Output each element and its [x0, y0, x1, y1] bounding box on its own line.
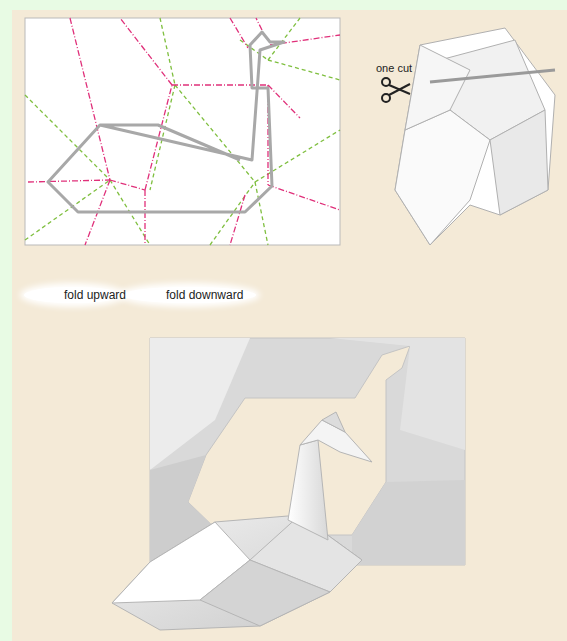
scissors-symbol: [382, 78, 410, 102]
legend-text: fold upward: [64, 288, 126, 302]
legend-text: fold downward: [166, 288, 243, 302]
background: [12, 10, 567, 641]
swan-figure: [112, 412, 372, 630]
folded-paper: [395, 28, 555, 245]
crease-pattern: [25, 18, 340, 245]
cut-label: one cut: [376, 62, 412, 74]
